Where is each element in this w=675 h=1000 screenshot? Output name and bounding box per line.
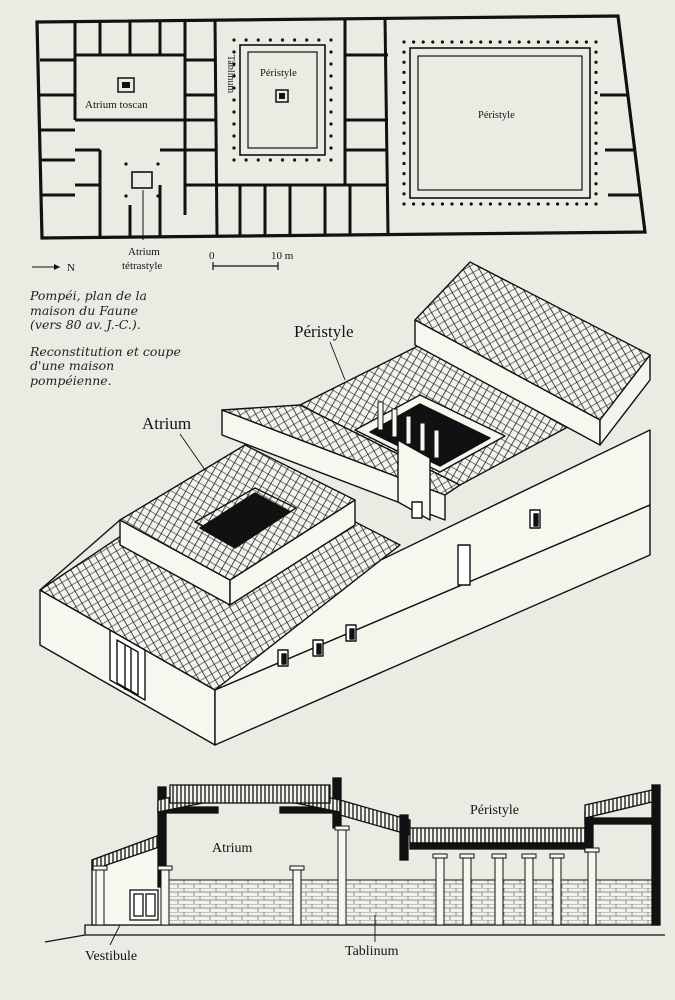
plan-label-atrium-toscan: Atrium toscan <box>85 99 148 111</box>
section-label-vestibule: Vestibule <box>85 949 137 964</box>
plan-label-atrium-tetrastyle-2: tétrastyle <box>122 260 162 272</box>
floor-plan <box>35 14 647 240</box>
scale-bar <box>212 262 279 270</box>
reconstruction-label-peristyle: Péristyle <box>294 322 354 341</box>
plan-peristyle-2 <box>409 47 591 199</box>
plan-label-north: N <box>67 262 75 274</box>
plan-label-peristyle-2: Péristyle <box>478 110 515 121</box>
section-drawing <box>44 777 665 943</box>
plan-label-tablinum: Tablinum <box>225 55 236 93</box>
section-label-peristyle: Péristyle <box>470 803 519 818</box>
figure-caption: Pompéi, plan de la maison du Faune (vers… <box>30 288 230 400</box>
plan-label-scale-end: 10 m <box>271 250 294 262</box>
plan-label-atrium-tetrastyle-1: Atrium <box>128 246 160 258</box>
plan-label-scale-zero: 0 <box>209 250 215 262</box>
plan-impluvium-tetrastyle <box>131 171 153 189</box>
north-arrow <box>32 264 60 270</box>
caption-plan: Pompéi, plan de la maison du Faune (vers… <box>30 288 147 332</box>
plan-impluvium-toscan <box>117 77 135 93</box>
plan-label-peristyle-1: Péristyle <box>260 68 297 79</box>
reconstruction-drawing <box>39 261 651 746</box>
plan-peristyle-1 <box>239 44 326 156</box>
section-label-atrium: Atrium <box>212 841 253 856</box>
caption-reconstruction: Reconstitution et coupe d'une maison pom… <box>30 343 181 388</box>
plan-columns <box>124 38 598 206</box>
section-label-tablinum: Tablinum <box>345 944 399 959</box>
reconstruction-label-atrium: Atrium <box>142 414 191 433</box>
